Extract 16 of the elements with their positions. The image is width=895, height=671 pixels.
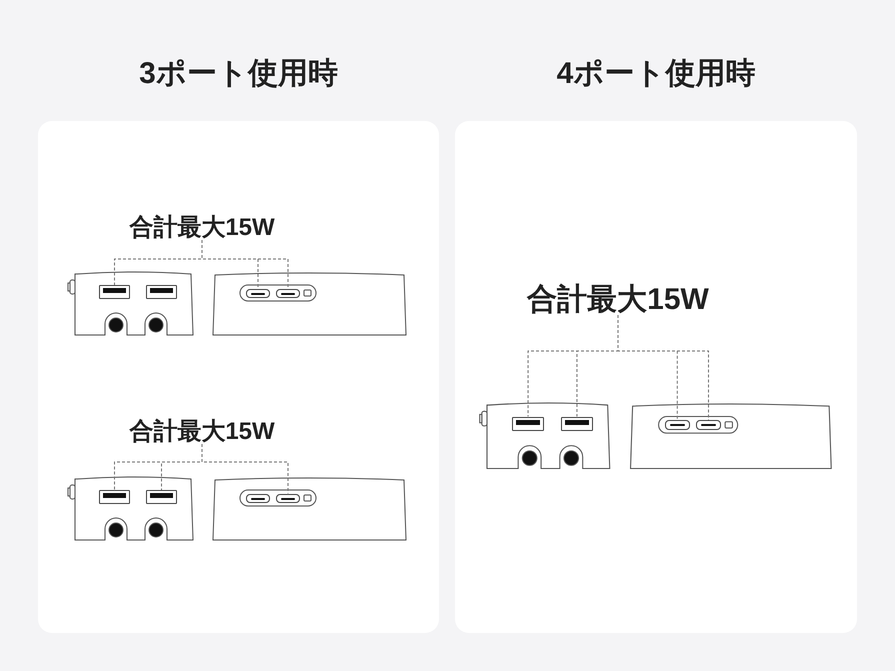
leader-line: [202, 444, 288, 494]
power-label: 合計最大15W: [527, 285, 709, 315]
usb-a-port: [560, 416, 594, 432]
usb-c-port: [696, 420, 721, 430]
power-label: 合計最大15W: [129, 216, 275, 240]
usb-a-port: [146, 490, 177, 504]
leader-line: [202, 240, 288, 289]
leader-line: [618, 314, 709, 421]
usb-c-port: [664, 420, 690, 430]
usb-a-port: [512, 416, 544, 432]
usb-a-port: [99, 490, 130, 504]
usb-a-port: [99, 285, 130, 299]
usb-a-port: [146, 285, 177, 299]
panel-heading: 3ポート使用時: [138, 56, 339, 92]
power-label: 合計最大15W: [129, 420, 275, 444]
panel-heading: 4ポート使用時: [556, 56, 756, 92]
